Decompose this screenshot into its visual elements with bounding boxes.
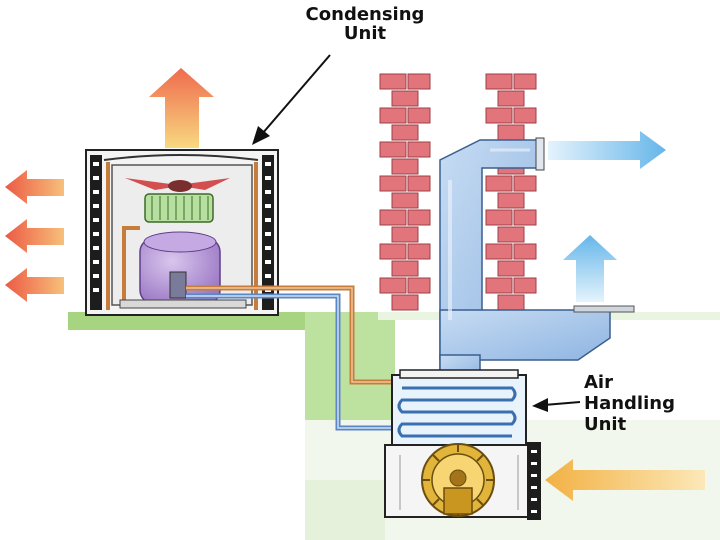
air-handling-unit [384,369,541,520]
condensing-unit-pointer [252,54,331,145]
evaporator-coil [397,386,517,438]
refrigerant-lines [186,285,392,431]
compressor [139,231,221,305]
condensing-unit-label-line1: Condensing [305,4,425,25]
return-air-arrow [545,459,705,501]
air-handling-unit-label-line2: Handling [584,393,675,414]
warm-air-arrow-up [149,68,214,148]
air-handling-unit-label-line3: Unit [584,414,627,435]
warm-air-arrow-left-1 [5,170,64,204]
brick-wall-right [485,73,537,311]
condensing-unit-label: Condensing Unit [270,5,460,43]
blower-fan [421,443,495,517]
ductwork [439,137,635,380]
warm-air-arrow-left-2 [5,219,64,253]
warm-air-arrow-left-3 [5,268,64,302]
brick-wall-left [379,73,431,311]
cool-air-arrow-right [548,131,666,169]
air-handling-unit-pointer [532,398,581,412]
fan-blades [125,178,230,192]
air-handling-unit-label: Air Handling Unit [584,372,675,435]
condensing-unit-label-line2: Unit [343,23,387,44]
cool-air-arrow-up [563,235,617,302]
fan-motor [144,193,214,223]
air-handling-unit-label-line1: Air [584,372,613,393]
